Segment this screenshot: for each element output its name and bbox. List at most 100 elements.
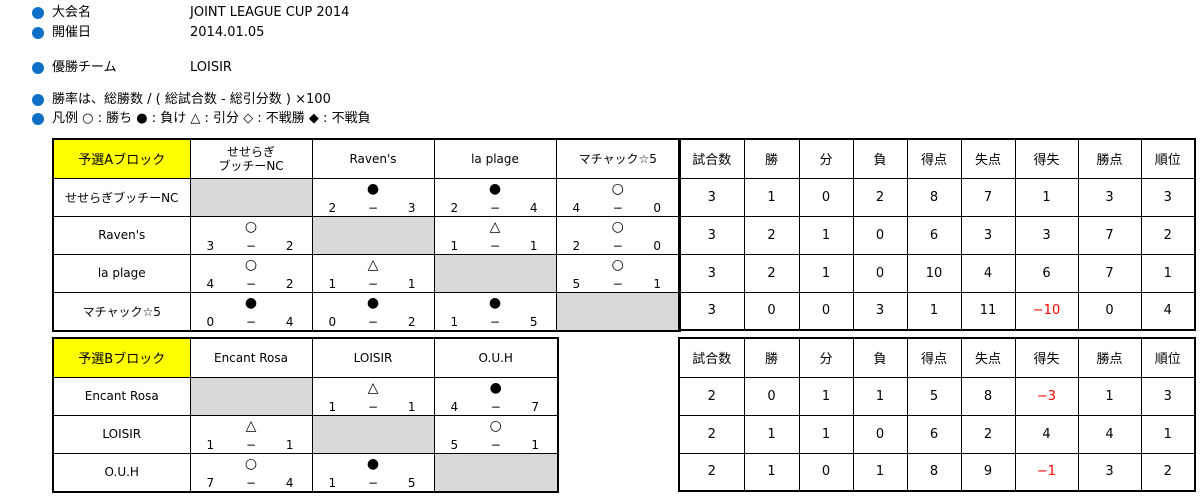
stat-cell: 2: [960, 414, 1016, 454]
score-for: 1: [328, 399, 337, 414]
stat-cell: 3: [678, 291, 745, 331]
stat-cell: 3: [852, 291, 908, 331]
stat-cell: 1: [743, 452, 800, 492]
winner-value: LOISIR: [190, 60, 232, 75]
stat-cell: 0: [852, 253, 908, 293]
score-for: 5: [572, 276, 581, 291]
team-column-header: Encant Rosa: [189, 337, 313, 378]
stat-cell: 3: [1014, 215, 1079, 255]
stat-column-header: 勝: [743, 138, 800, 179]
stat-cell: 3: [678, 253, 745, 293]
win-circle-icon: ○: [611, 256, 624, 273]
score-against: 1: [407, 276, 416, 291]
stat-cell: 3: [1077, 177, 1142, 217]
stat-cell: 2: [678, 376, 745, 416]
stat-cell: 1: [906, 291, 962, 331]
score-dash: −: [490, 437, 501, 452]
score-against: 5: [529, 314, 538, 329]
match-result: ●0−4: [191, 293, 311, 330]
stat-column-header: 得点: [906, 337, 962, 378]
stat-cell: 1: [798, 414, 854, 454]
stat-cell: 2: [743, 253, 800, 293]
block-b-title: 予選Bブロック: [52, 337, 191, 378]
stat-cell: −10: [1014, 291, 1079, 331]
score-against: 2: [285, 276, 294, 291]
loss-circle-icon: ●: [366, 455, 380, 472]
match-result-cell: ●2−3: [311, 177, 435, 217]
score-dash: −: [367, 314, 379, 329]
match-result: △1−1: [313, 255, 433, 291]
stat-cell: 1: [1140, 414, 1196, 454]
score-dash: −: [367, 475, 379, 490]
match-result: ●4−7: [435, 378, 557, 414]
score-dash: −: [612, 200, 623, 215]
match-result-cell: ○7−4: [189, 452, 313, 492]
draw-triangle-icon: △: [489, 218, 501, 235]
score-dash: −: [489, 200, 501, 215]
score-for: 1: [328, 276, 337, 291]
match-result-cell: ●4−7: [433, 376, 559, 416]
score-against: 7: [531, 399, 539, 414]
table-row: O.U.H○7−4●1−5: [52, 452, 559, 492]
stat-column-header: 試合数: [678, 337, 745, 378]
stat-cell: 8: [960, 376, 1016, 416]
stat-column-header: 分: [798, 337, 854, 378]
score-for: 1: [450, 314, 459, 329]
date-value: 2014.01.05: [190, 25, 265, 40]
stat-cell: 2: [743, 215, 800, 255]
stat-cell: 1: [743, 414, 800, 454]
score-against: 1: [529, 238, 538, 253]
match-result-cell: △1−1: [311, 376, 435, 416]
stat-cell: 0: [798, 291, 854, 331]
score-against: 1: [653, 276, 661, 291]
win-circle-icon: ○: [611, 218, 624, 235]
team-column-header: Raven's: [311, 138, 435, 179]
stat-cell: 0: [798, 177, 854, 217]
match-result-cell: △1−1: [433, 215, 557, 255]
stat-cell: 8: [906, 452, 962, 492]
score-for: 0: [328, 314, 337, 329]
winner-label: 優勝チーム: [52, 60, 117, 75]
stat-cell: 3: [678, 177, 745, 217]
stat-cell: 1: [852, 452, 908, 492]
match-result-cell: ●2−4: [433, 177, 557, 217]
team-column-header: せせらぎブッチーNC: [189, 138, 313, 179]
stat-cell: 11: [960, 291, 1016, 331]
score-for: 1: [206, 437, 215, 452]
stat-column-header: 得失: [1014, 138, 1079, 179]
match-result-cell: ○3−2: [189, 215, 313, 255]
loss-circle-icon: ●: [489, 379, 502, 396]
match-result: ●2−3: [313, 179, 433, 215]
stat-column-header: 得失: [1014, 337, 1079, 378]
table-row: マチャック☆5●0−4●0−2●1−5: [52, 291, 681, 331]
team-row-header: la plage: [52, 253, 191, 293]
stat-cell: 3: [1077, 452, 1142, 492]
stat-cell: 2: [1140, 215, 1196, 255]
match-result: ●1−5: [313, 454, 433, 491]
stat-cell: −1: [1014, 452, 1079, 492]
rate-text: 勝率は、総勝数 / ( 総試合数 - 総引分数 ) ×100: [52, 92, 331, 107]
score-against: 1: [285, 437, 294, 452]
score-against: 2: [285, 238, 294, 253]
team-column-header: LOISIR: [311, 337, 435, 378]
match-result-cell: △1−1: [189, 414, 313, 454]
team-row-header: Encant Rosa: [52, 376, 191, 416]
score-dash: −: [245, 475, 257, 490]
match-result: ○3−2: [191, 217, 311, 253]
win-circle-icon: ○: [244, 218, 258, 235]
bullet-icon: [32, 94, 44, 106]
score-for: 0: [206, 314, 215, 329]
self-match-cell: [555, 291, 681, 331]
match-result-cell: ○5−1: [433, 414, 559, 454]
block-a-title: 予選Aブロック: [52, 138, 191, 179]
match-result-cell: ○5−1: [555, 253, 681, 293]
team-row-header: LOISIR: [52, 414, 191, 454]
stat-cell: 10: [906, 253, 962, 293]
